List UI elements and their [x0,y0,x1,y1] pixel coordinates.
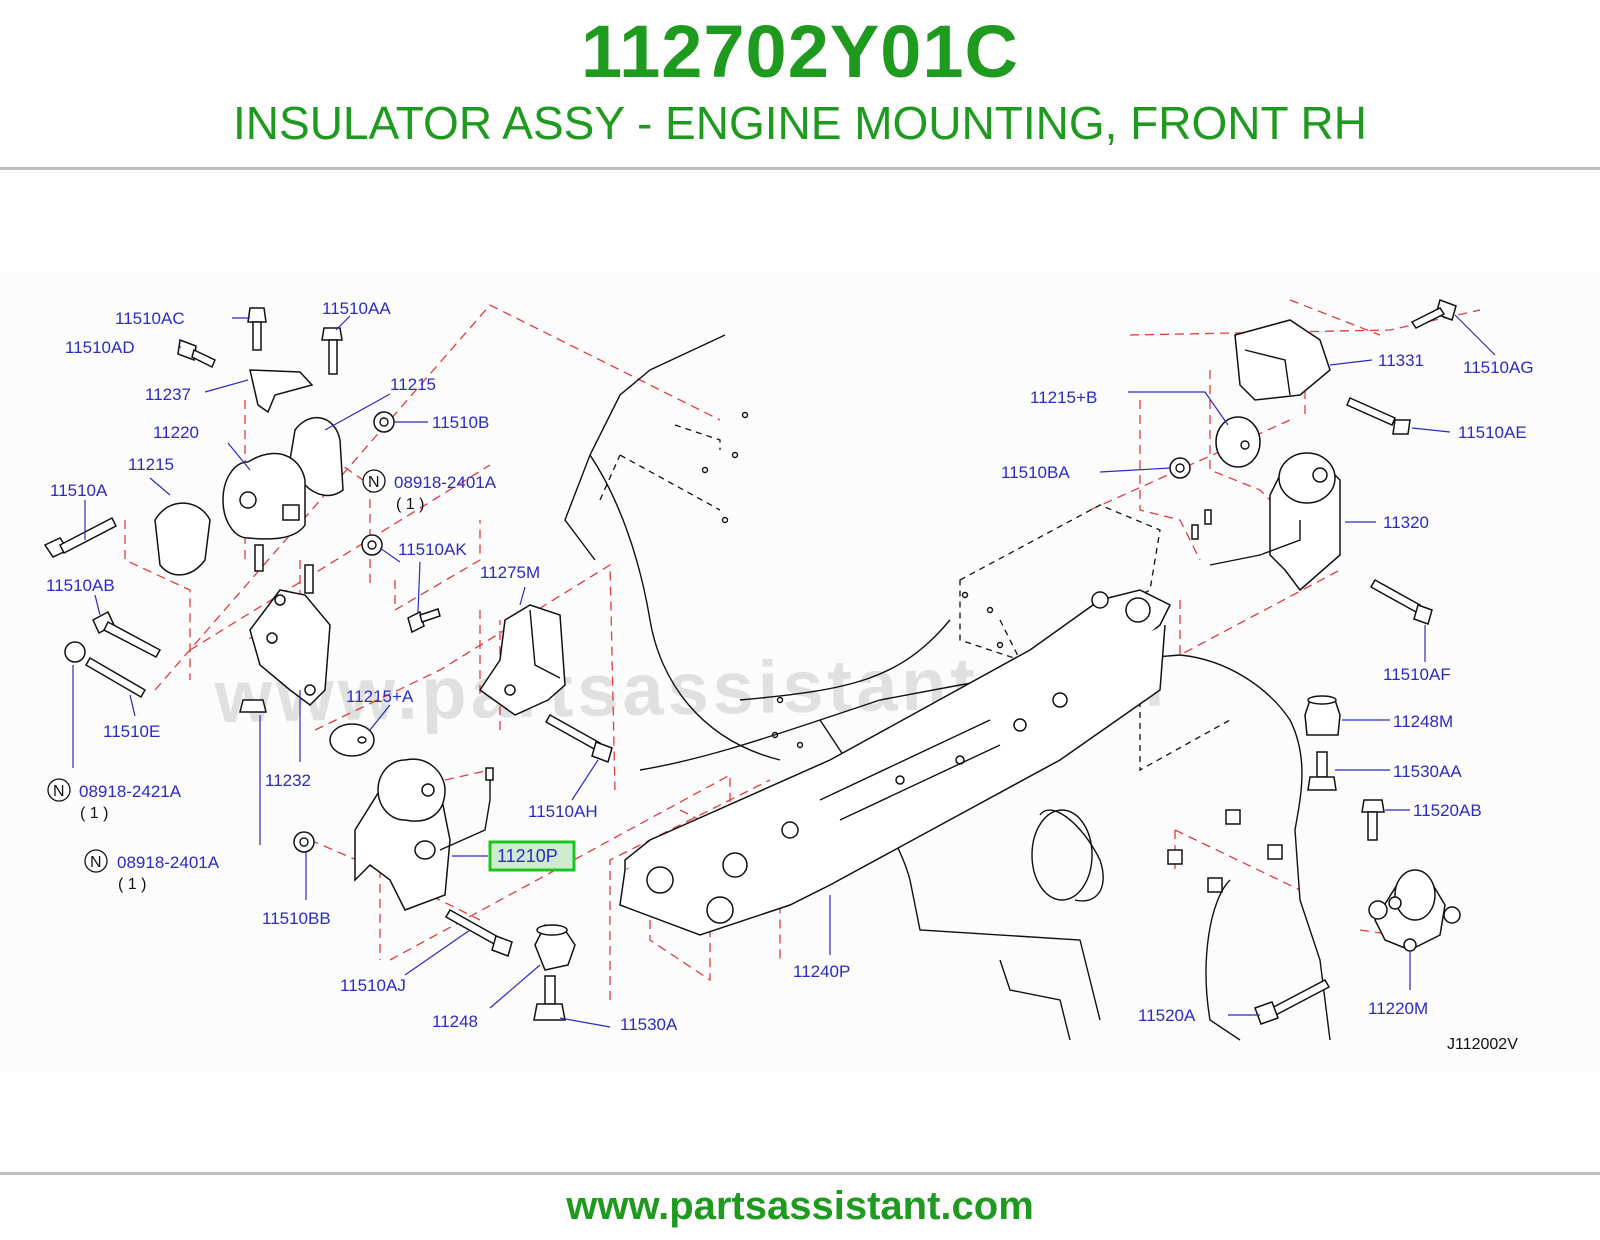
label-11510A[interactable]: 11510A [50,481,108,500]
label-11215-top[interactable]: 11215 [390,375,436,394]
n-symbol-mid: N [53,783,65,800]
part-title: INSULATOR ASSY - ENGINE MOUNTING, FRONT … [233,97,1367,149]
n-symbol-icon [84,849,108,873]
label-11510AE[interactable]: 11510AE [1458,423,1527,442]
bracket-11232 [249,589,331,706]
label-11530A[interactable]: 11530A [620,1015,678,1034]
qty-bottom: ( 1 ) [118,876,146,893]
label-11220M[interactable]: 11220M [1368,999,1428,1018]
n-symbol-icon [362,469,386,493]
label-11248M[interactable]: 11248M [1393,712,1453,731]
footer-url[interactable]: www.partsassistant.com [566,1184,1034,1228]
label-11510AH[interactable]: 11510AH [528,802,598,821]
label-11248[interactable]: 11248 [432,1012,478,1031]
right-parts [1167,299,1461,1025]
left-fasteners [43,307,613,1021]
leader-lines [72,314,1496,1028]
label-11510AF[interactable]: 11510AF [1383,665,1451,684]
label-11510AC[interactable]: 11510AC [115,309,185,328]
header-divider [0,167,1600,170]
bracket-11275M [478,604,566,716]
part-labels: 11510AC 11510AA 11510AD 11237 11215 1151… [46,299,1534,1053]
reference-code: J112002V [1447,1036,1518,1053]
label-11510AK[interactable]: 11510AK [398,540,467,559]
label-11240P[interactable]: 11240P [793,962,850,981]
label-11520A[interactable]: 11520A [1138,1006,1196,1025]
label-11220[interactable]: 11220 [153,423,199,442]
footer-divider [0,1172,1600,1175]
label-11275M[interactable]: 11275M [480,563,540,582]
label-08918-2401A-bottom[interactable]: 08918-2401A [117,853,220,872]
label-11510BB[interactable]: 11510BB [262,909,331,928]
insulator-11220 [222,452,314,594]
n-symbol-top: N [368,474,380,491]
label-11232[interactable]: 11232 [265,771,311,790]
qty-top: ( 1 ) [396,496,424,513]
label-11510AJ[interactable]: 11510AJ [340,976,406,995]
crossmember-11240P [619,589,1172,936]
label-11215-left[interactable]: 11215 [128,455,174,474]
insulator-11248 [534,924,576,971]
label-11510B[interactable]: 11510B [432,413,489,432]
label-11510AG[interactable]: 11510AG [1463,358,1534,377]
engine-outline [564,334,1331,1041]
label-11520AB[interactable]: 11520AB [1413,801,1482,820]
label-08918-2401A-top[interactable]: 08918-2401A [394,473,497,492]
label-11215A[interactable]: 11215+A [346,687,414,706]
label-11510AB[interactable]: 11510AB [46,576,115,595]
n-symbol-icon [47,778,71,802]
highlight-box [488,840,576,872]
label-11331[interactable]: 11331 [1378,351,1424,370]
part-number: 112702Y01C [581,10,1019,93]
label-11320[interactable]: 11320 [1383,513,1429,532]
label-08918-2421A[interactable]: 08918-2421A [79,782,182,801]
label-11215B[interactable]: 11215+B [1030,388,1097,407]
label-11237[interactable]: 11237 [145,385,191,404]
label-11510AD[interactable]: 11510AD [65,338,135,357]
label-11210P-highlighted[interactable]: 11210P [497,846,558,866]
label-11510BA[interactable]: 11510BA [1001,463,1070,482]
insulator-11210P [354,758,494,911]
label-11510E[interactable]: 11510E [103,722,160,741]
qty-mid: ( 1 ) [80,805,108,822]
label-11530AA[interactable]: 11530AA [1393,762,1462,781]
n-symbol-bottom: N [90,854,102,871]
label-11510AA[interactable]: 11510AA [322,299,391,318]
header: 112702Y01C INSULATOR ASSY - ENGINE MOUNT… [0,0,1600,168]
